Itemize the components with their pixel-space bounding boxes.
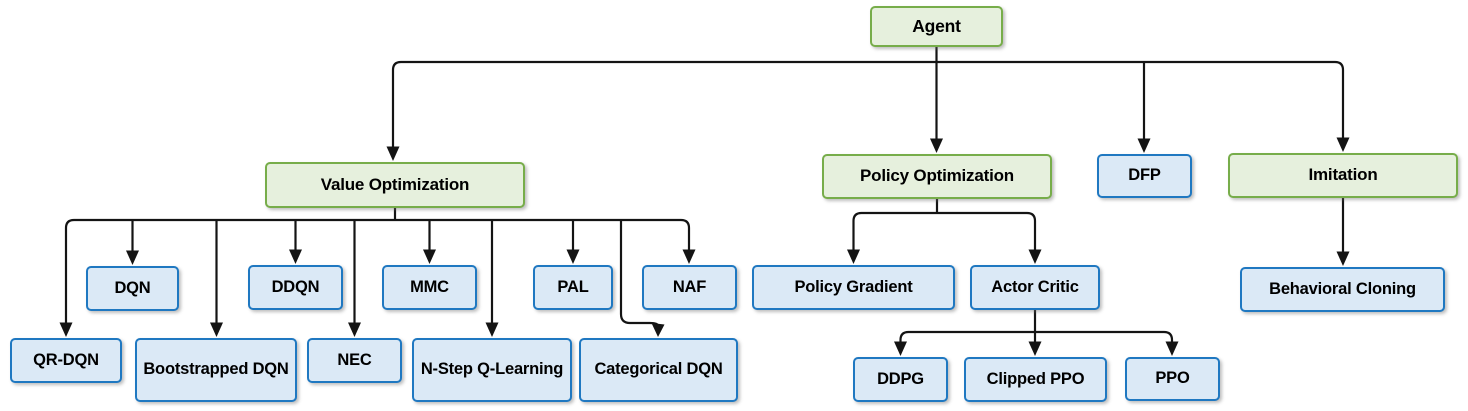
arrowhead-categorical-dqn <box>651 323 665 337</box>
edge-po-rail <box>852 211 1037 250</box>
arrowhead-clipped-ppo <box>1028 341 1042 356</box>
node-policy-gradient: Policy Gradient <box>752 265 955 310</box>
arrowhead-actor-critic <box>1028 249 1042 264</box>
node-value-optimization: Value Optimization <box>265 162 525 208</box>
node-agent: Agent <box>870 6 1003 47</box>
node-imitation: Imitation <box>1228 153 1458 198</box>
node-actor-critic: Actor Critic <box>970 265 1100 310</box>
arrowhead-pal <box>566 249 580 264</box>
node-ddpg: DDPG <box>853 357 948 402</box>
node-behavioral-cloning: Behavioral Cloning <box>1240 267 1445 312</box>
arrowhead-value-optimization <box>386 146 400 161</box>
node-bootstrapped-dqn: Bootstrapped DQN <box>135 338 297 402</box>
arrowhead-mmc <box>423 249 436 264</box>
node-pal: PAL <box>533 265 613 310</box>
arrowhead-dqn <box>126 250 139 265</box>
node-mmc: MMC <box>382 265 477 310</box>
edge-ac-rail <box>899 330 1174 342</box>
arrowhead-nec <box>348 322 361 337</box>
arrowhead-policy-optimization <box>930 138 943 153</box>
arrowhead-policy-gradient <box>847 249 860 264</box>
node-ppo: PPO <box>1125 357 1220 401</box>
arrowhead-n-step <box>485 322 499 337</box>
arrowhead-dfp <box>1137 138 1151 153</box>
node-qr-dqn: QR-DQN <box>10 338 122 383</box>
node-dfp: DFP <box>1097 154 1192 198</box>
arrowhead-qr-dqn <box>59 322 73 337</box>
node-ddqn: DDQN <box>248 265 343 310</box>
arrowhead-ddpg <box>894 341 907 356</box>
node-n-step-q-learning: N-Step Q-Learning <box>412 338 572 402</box>
edge-agent-rail <box>391 60 1345 147</box>
node-clipped-ppo: Clipped PPO <box>964 357 1107 402</box>
arrowhead-ddqn <box>289 249 302 264</box>
node-nec: NEC <box>307 338 402 383</box>
arrowhead-naf <box>682 249 696 264</box>
edge-vo-rail <box>64 218 691 323</box>
arrowhead-behavioral-cloning <box>1336 251 1350 266</box>
node-naf: NAF <box>642 265 737 310</box>
node-policy-optimization: Policy Optimization <box>822 154 1052 199</box>
node-dqn: DQN <box>86 266 179 311</box>
arrowhead-imitation <box>1336 137 1350 152</box>
arrowhead-bootstrapped-dqn <box>210 322 223 337</box>
node-categorical-dqn: Categorical DQN <box>579 338 738 402</box>
arrowhead-ppo <box>1165 341 1179 356</box>
